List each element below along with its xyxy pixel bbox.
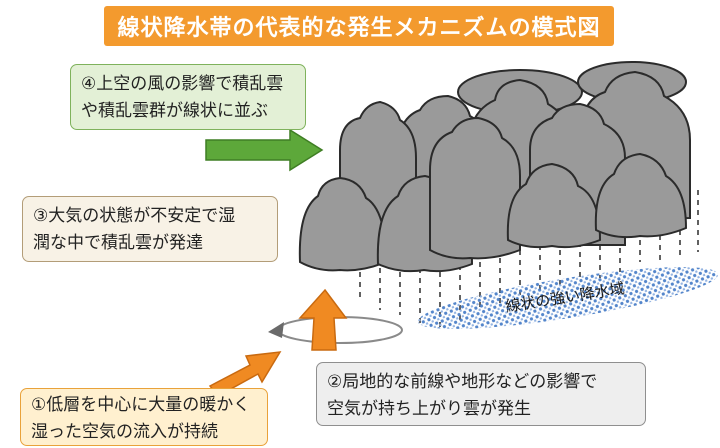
diagram-title: 線状降水帯の代表的な発生メカニズムの模式図 xyxy=(104,6,614,46)
step1-moist-inflow: ①低層を中心に大量の暖かく 湿った空気の流入が持続 xyxy=(20,388,268,446)
wind-direction-arrow xyxy=(205,128,324,172)
step4-wind-alignment: ④上空の風の影響で積乱雲 や積乱雲群が線状に並ぶ xyxy=(70,64,306,130)
cumulonimbus-clouds xyxy=(298,61,691,273)
step3-cloud-development: ③大気の状態が不安定で湿 潤な中で積乱雲が発達 xyxy=(22,196,278,262)
step2-air-lifting: ②局地的な前線や地形などの影響で 空気が持ち上がり雲が発生 xyxy=(316,362,646,426)
swirl-arrowhead xyxy=(268,322,284,338)
rain-streaks xyxy=(359,190,699,330)
inflow-swirl xyxy=(277,316,403,344)
rain-area-ellipse xyxy=(417,267,719,329)
updraft-arrow xyxy=(298,288,348,351)
